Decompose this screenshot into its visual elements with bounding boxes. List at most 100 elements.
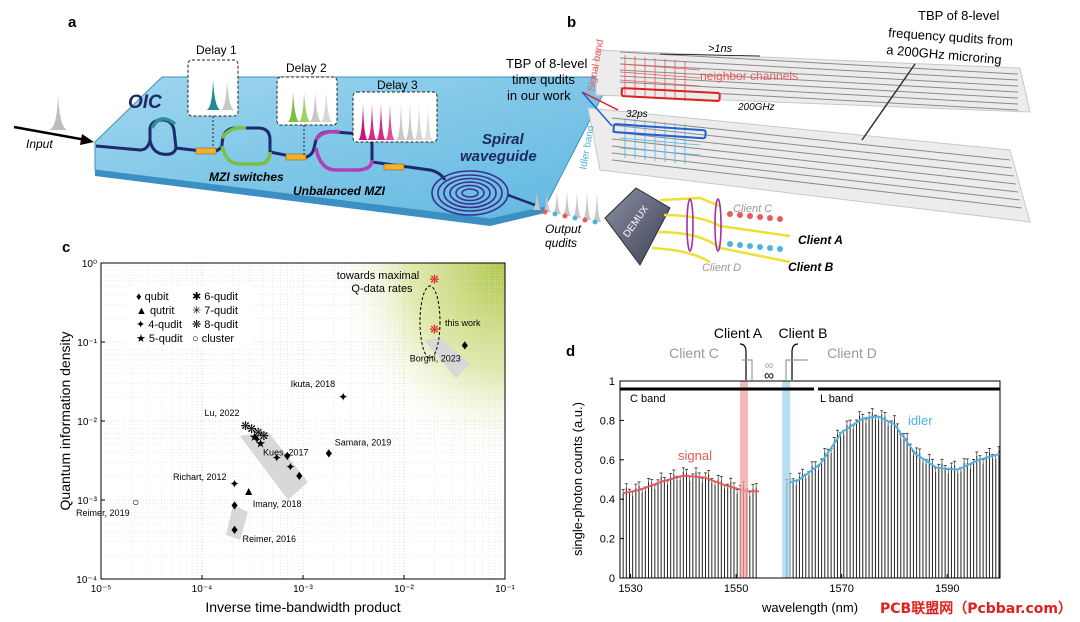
output-label-2: qudits [545,236,577,250]
x-tick-label: 1570 [829,583,853,595]
mzi-switch-3 [383,163,405,171]
towards-label-2: Q-data rates [351,283,413,295]
client-a-channel [740,381,749,578]
inf-symbol-1: ∞ [765,358,774,372]
mzi-switch-1 [195,147,217,155]
micro-pointer [861,63,916,141]
panel-c-ylabel: Quantum information density [57,332,73,511]
client-d-arrow [785,359,808,380]
point-label: Richart, 2012 [173,472,227,482]
delay-3-box: Delay 3 [352,78,438,143]
time-1ns-label: >1ns [708,43,733,55]
x-tick-label: 10⁻¹ [495,584,515,595]
mzi1-lower-arm [148,139,178,156]
data-point: ✦ [285,460,295,474]
output-pulses [532,190,602,225]
legend-cluster: ○ cluster [192,333,234,345]
x-tick-label: 1530 [618,583,642,595]
client-d-top-label: Client D [827,345,877,361]
panel-d-axes-frame [619,380,1001,579]
data-point: ✦ [230,477,240,491]
this-work-ellipse [419,285,441,359]
l-band-label: L band [820,393,853,405]
input-arrow-icon [13,125,87,142]
ours-line-3: in our work [507,88,571,103]
legend-6-qudit: ✱ 6-qudit [192,291,238,303]
x-tick-label: 10⁻⁴ [192,584,213,595]
idler-fit-curve [786,415,1001,485]
delay-3-label: Delay 3 [377,78,418,92]
y-tick-label: 10⁰ [82,259,97,270]
data-point: ○ [132,495,139,509]
y-tick-label: 1 [609,376,615,388]
client-a-label: Client A [798,233,843,247]
ours-pointer-red [581,91,619,111]
spiral-label-2: waveguide [460,148,537,165]
trend-borghi [424,338,470,378]
client-b-photons [727,241,783,252]
this-work-label: this work [445,318,481,328]
point-label: Ikuta, 2018 [291,379,336,389]
legend-7-qudit: ✳ 7-qudit [192,305,238,317]
idler-label: idler [908,413,933,428]
data-point: ❋ [429,272,439,286]
oic-chip-edge [95,170,545,226]
legend-5-qudit: ★ 5-qudit [136,333,183,345]
data-point: ✦ [272,451,282,465]
mzi-switches-label: MZI switches [209,170,284,184]
x-tick-label: 10⁻³ [293,584,313,595]
towards-label-1: towards maximal [337,270,420,282]
delay-1-label: Delay 1 [196,43,237,57]
data-point: ❋ [253,425,263,439]
point-label: Borghi, 2023 [410,354,461,364]
panel-d-xlabel: wavelength (nm) [761,600,858,615]
point-label: Samara, 2019 [335,437,392,447]
watermark: PCB联盟网（Pcbbar.com） [880,601,1072,617]
ours-pointer-blue [581,91,613,127]
client-c-arrow [742,359,753,380]
signal-fit-curve [622,474,759,495]
panel-a-letter: a [68,14,77,31]
time-32ps-label: 32ps [626,109,648,120]
data-point: ★ [249,430,260,444]
data-point: ♦ [231,497,238,513]
y-tick-label: 10⁻² [77,417,97,428]
panel-d-letter: d [566,343,575,360]
y-tick-label: 10⁻¹ [77,338,97,349]
input-pulse-icon [48,95,68,130]
point-label: Reimer, 2019 [76,508,130,518]
demux-output-lines [651,196,791,264]
client-b-arrow [791,343,799,380]
client-c-label: Client C [733,203,772,215]
point-label: Lu, 2022 [205,408,240,418]
y-tick-label: 10⁻⁴ [76,575,97,586]
spiral-label-1: Spiral [482,131,525,148]
trend-reimer2016 [226,505,248,540]
x-tick-label: 10⁻² [394,584,414,595]
x-tick-label: 1590 [935,583,959,595]
client-b-label: Client B [788,260,834,274]
c-band-label: C band [630,393,665,405]
point-label: Imany, 2018 [253,499,302,509]
panel-a: a Input OIC Spiral w [13,14,843,274]
legend-4-qudit: ✦ 4-qudit [136,319,182,331]
client-a-top-label: Client A [714,325,763,341]
data-point: ★ [255,436,266,450]
ours-line-2: time qudits [512,72,575,87]
legend-qubit: ♦ qubit [136,291,169,303]
y-tick-label: 0.4 [600,494,615,506]
client-d-label: Client D [702,262,741,274]
data-point: ♦ [325,444,332,460]
panel-d-bars [621,408,1001,578]
data-point: ♦ [296,467,303,483]
data-point: ❋ [241,419,251,433]
data-point: ❋ [429,322,439,336]
panel-d-ylabel: single-photon counts (a.u.) [570,402,585,556]
time-1ns-line [659,53,761,57]
unbalanced-mzi-2b [314,129,341,142]
